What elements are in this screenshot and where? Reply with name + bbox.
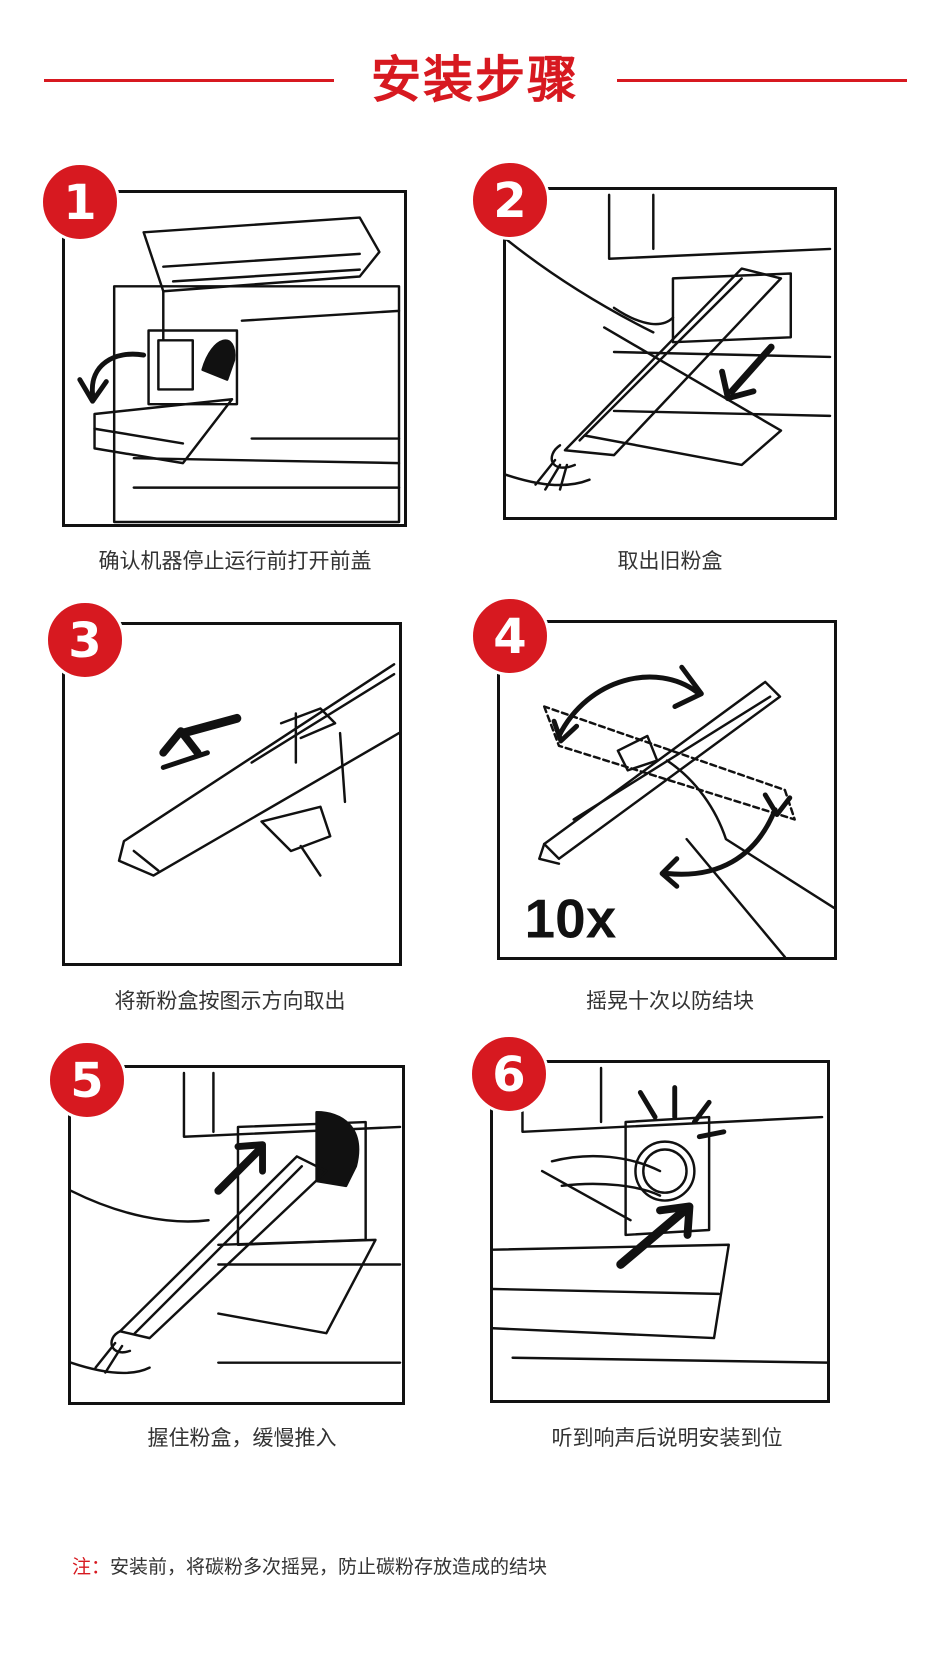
step-4-number-badge: 4 [470,596,550,676]
step-5-caption: 握住粉盒，缓慢推入 [147,1426,337,1450]
title-divider-left [44,79,334,82]
step-4-illustration: 10x [497,620,837,960]
step-5-number-badge: 5 [47,1040,127,1120]
step-6-number-badge: 6 [469,1034,549,1114]
installation-note: 注：安装前，将碳粉多次摇晃，防止碳粉存放造成的结块 [72,1552,547,1579]
step-2-number-badge: 2 [470,160,550,240]
step-4-caption: 摇晃十次以防结块 [586,989,754,1013]
note-text: 安装前，将碳粉多次摇晃，防止碳粉存放造成的结块 [110,1556,548,1578]
step-2-illustration [503,187,837,520]
step-1-number-badge: 1 [40,162,120,242]
step-3-illustration [62,622,402,966]
title-divider-right [617,79,907,82]
step-1-caption: 确认机器停止运行前打开前盖 [98,549,372,573]
step-2-caption: 取出旧粉盒 [617,549,723,573]
step-6-caption: 听到响声后说明安装到位 [551,1426,783,1450]
note-label: 注： [72,1556,111,1578]
step-5-illustration [68,1065,405,1405]
section-header: 安装步骤 [0,40,950,120]
step-3-caption: 将新粉盒按图示方向取出 [114,989,346,1013]
page-title: 安装步骤 [371,51,579,109]
step-4-shake-count: 10x [525,887,617,949]
step-3-number-badge: 3 [45,600,125,680]
step-1-illustration [62,190,407,527]
step-6-illustration [490,1060,830,1403]
